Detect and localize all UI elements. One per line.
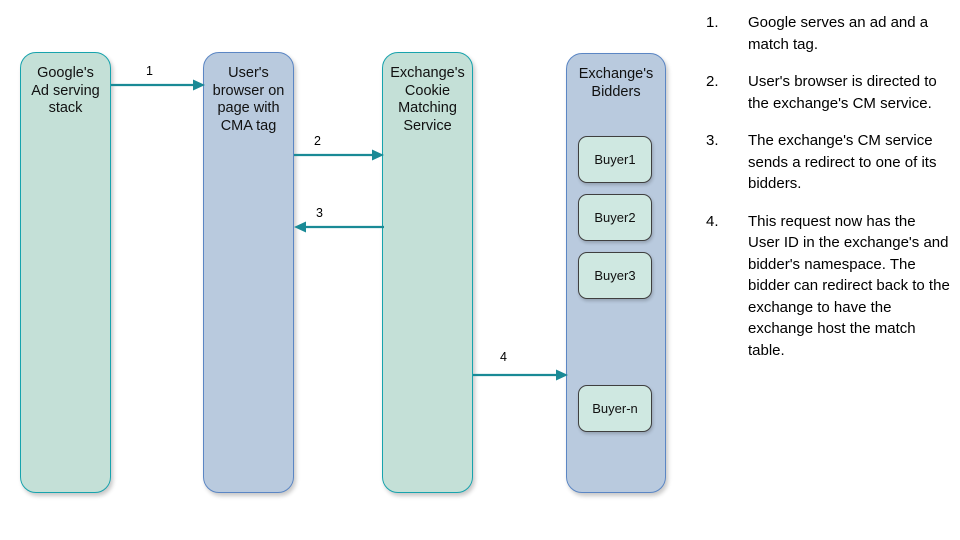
step-item-2: 2. User's browser is directed to the exc…: [706, 71, 950, 114]
node-exchange-cookie-matching-service: Exchange's Cookie Matching Service: [382, 52, 473, 493]
arrow-label-3: 3: [316, 206, 323, 220]
step-number-1: 1.: [706, 14, 719, 31]
step-item-4: 4. This request now has the User ID in t…: [706, 211, 950, 362]
step-item-1: 1. Google serves an ad and a match tag.: [706, 12, 950, 55]
step-text-3: The exchange's CM service sends a redire…: [748, 132, 937, 192]
buyer-box-2-label: Buyer2: [594, 210, 636, 225]
node-user-browser-label: User's browser on page with CMA tag: [212, 65, 285, 134]
buyer-box-n: Buyer-n: [578, 385, 652, 432]
arrow-left-icon-3: [294, 221, 384, 233]
buyer-box-1: Buyer1: [578, 136, 652, 183]
node-google-ad-serving-stack-label: Google's Ad serving stack: [31, 65, 100, 116]
node-user-browser: User's browser on page with CMA tag: [203, 52, 294, 493]
node-exchange-bidders-label: Exchange's Bidders: [578, 66, 654, 100]
step-number-3: 3.: [706, 132, 719, 149]
buyer-box-1-label: Buyer1: [594, 152, 636, 167]
step-number-2: 2.: [706, 73, 719, 90]
step-text-2: User's browser is directed to the exchan…: [748, 73, 937, 112]
steps-list: 1. Google serves an ad and a match tag. …: [706, 12, 950, 377]
arrow-label-1: 1: [146, 64, 153, 78]
node-google-ad-serving-stack: Google's Ad serving stack: [20, 52, 111, 493]
arrow-label-2: 2: [314, 134, 321, 148]
buyer-box-3-label: Buyer3: [594, 268, 636, 283]
buyer-box-3: Buyer3: [578, 252, 652, 299]
arrow-right-icon-4: [473, 369, 568, 381]
arrow-right-icon-1: [111, 79, 205, 91]
step-text-4: This request now has the User ID in the …: [748, 212, 950, 359]
arrow-right-icon-2: [294, 149, 384, 161]
step-item-3: 3. The exchange's CM service sends a red…: [706, 130, 950, 195]
step-number-4: 4.: [706, 212, 719, 230]
step-text-1: Google serves an ad and a match tag.: [748, 14, 929, 53]
buyer-box-2: Buyer2: [578, 194, 652, 241]
buyer-box-n-label: Buyer-n: [592, 401, 638, 416]
arrow-label-4: 4: [500, 350, 507, 364]
node-exchange-cookie-matching-service-label: Exchange's Cookie Matching Service: [390, 65, 465, 134]
